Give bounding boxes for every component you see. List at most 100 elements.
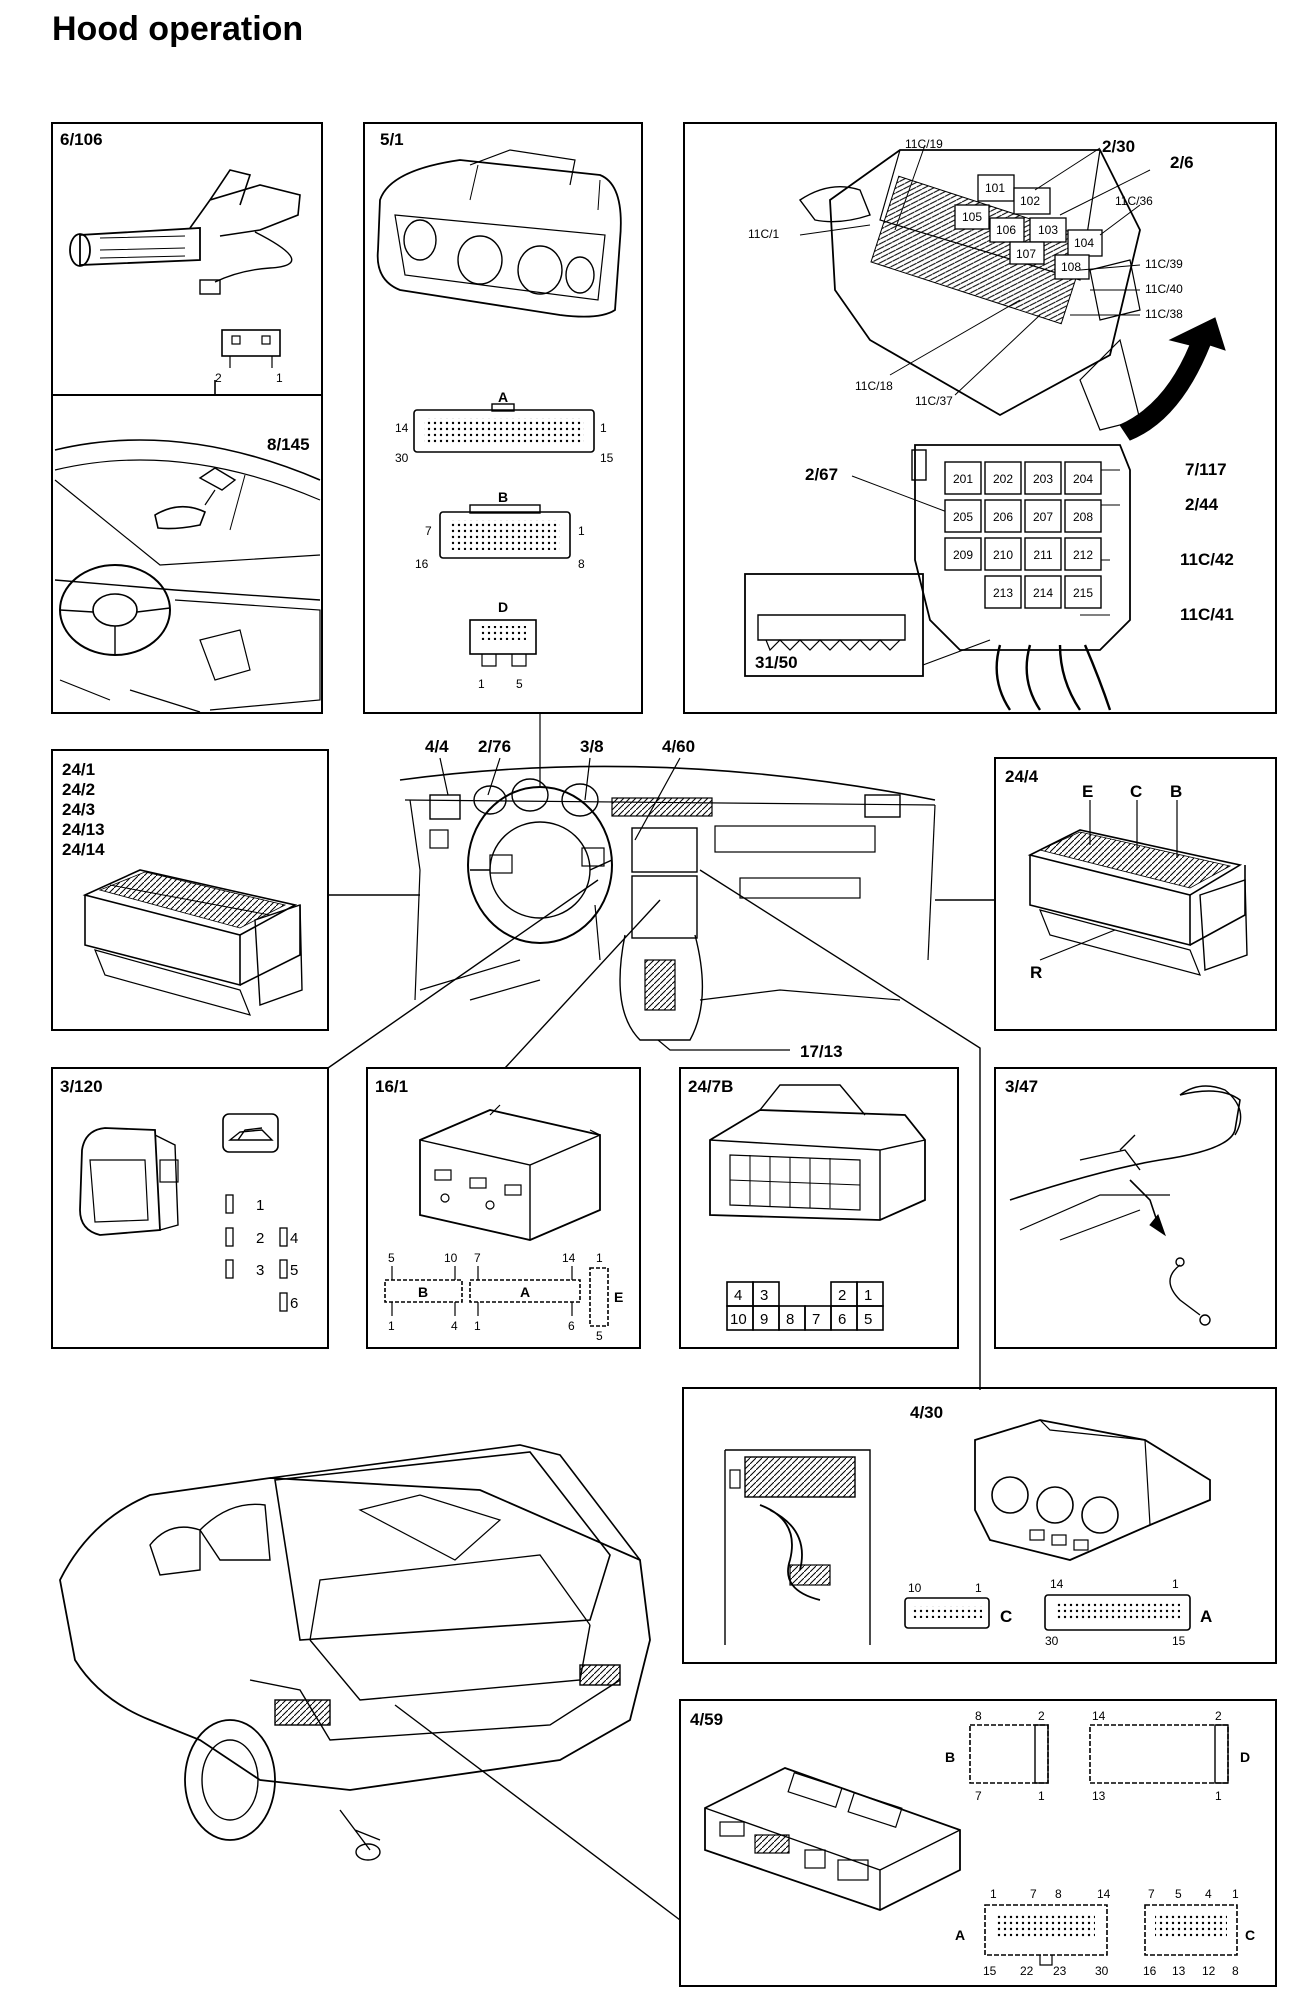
panel-3-47: [994, 1067, 1277, 1349]
fusebox-label: 31/50: [755, 653, 798, 672]
relay-number: 101: [985, 181, 1005, 195]
label-24-7b: 24/7B: [688, 1077, 733, 1096]
pin-label: 5: [516, 677, 523, 691]
panel-16-1: [366, 1067, 641, 1349]
fusebox-label: 11C/37: [915, 394, 953, 408]
relay-number: 213: [993, 586, 1013, 600]
connector-d-name: D: [1240, 1749, 1250, 1765]
relay-number: 106: [996, 223, 1016, 237]
fusebox-label: 11C/41: [1180, 605, 1234, 624]
relay-number: 208: [1073, 510, 1093, 524]
connector-e-name: E: [614, 1289, 623, 1305]
pin-label: 4: [1205, 1887, 1212, 1901]
pin-label: 16: [415, 557, 429, 571]
label-5-1: 5/1: [380, 130, 404, 149]
label-3-8: 3/8: [580, 737, 604, 756]
panel-6-106: [51, 122, 323, 396]
connector-a-name: A: [1200, 1607, 1212, 1626]
relay-number: 104: [1074, 236, 1094, 250]
pin-label: 1: [474, 1319, 481, 1333]
fusebox-label: 11C/40: [1145, 282, 1183, 296]
convertible-car-view: [59, 1444, 681, 1921]
label-24-13: 24/13: [62, 820, 105, 839]
pin-label: 15: [983, 1964, 997, 1978]
pin-label: 7: [1030, 1887, 1037, 1901]
label-24-14: 24/14: [62, 840, 105, 859]
panel-4-30: [682, 1387, 1277, 1664]
relay-slot: [984, 461, 1022, 495]
relay-slot: [1064, 461, 1102, 495]
relay-number: 103: [1038, 223, 1058, 237]
pin-label: 12: [1202, 1964, 1216, 1978]
letter-e: E: [1082, 782, 1093, 801]
relay-slot: [944, 499, 982, 533]
pin-label: 10: [730, 1311, 747, 1328]
pin-label: 13: [1092, 1789, 1106, 1803]
pin-label: 5: [1175, 1887, 1182, 1901]
relay-number: 214: [1033, 586, 1053, 600]
panel-24-7b: [679, 1067, 959, 1349]
relay-number: 204: [1073, 472, 1093, 486]
pin-label: 6: [838, 1311, 846, 1328]
pin-label: 3: [760, 1287, 768, 1304]
pin-label: 16: [1143, 1964, 1157, 1978]
pin-label: 1: [1215, 1789, 1222, 1803]
pin-label: 3: [256, 1262, 264, 1279]
pin-label: 5: [596, 1329, 603, 1343]
pin-label: 1: [1232, 1887, 1239, 1901]
label-17-13: 17/13: [800, 1042, 843, 1061]
relay-slot: [1064, 575, 1102, 609]
fusebox-label: 11C/38: [1145, 307, 1183, 321]
panel-4-59: [679, 1699, 1277, 1987]
pin-label: 14: [562, 1251, 576, 1265]
relay-slot: [1064, 499, 1102, 533]
pin-label: 1: [256, 1197, 264, 1214]
fusebox-label: 11C/1: [748, 227, 779, 241]
pin-label: 9: [760, 1311, 768, 1328]
fusebox-label: 2/67: [805, 465, 838, 484]
letter-b: B: [1170, 782, 1182, 801]
relay-number: 105: [962, 210, 982, 224]
pin-label: 22: [1020, 1964, 1034, 1978]
relay-slot: [1024, 575, 1062, 609]
label-4-60: 4/60: [662, 737, 695, 756]
pin-label: 2: [1038, 1709, 1045, 1723]
pin-label: 10: [908, 1581, 922, 1595]
label-3-120: 3/120: [60, 1077, 103, 1096]
pin-label: 14: [1050, 1577, 1064, 1591]
relay-number: 201: [953, 472, 973, 486]
pin-label: 1: [1038, 1789, 1045, 1803]
pin-label: 8: [975, 1709, 982, 1723]
relay-slot: [944, 461, 982, 495]
connector-b-name: B: [498, 489, 508, 505]
relay-number: 210: [993, 548, 1013, 562]
pin-label: 7: [812, 1311, 820, 1328]
pin-label: 1: [864, 1287, 872, 1304]
pin-label: 4: [734, 1287, 742, 1304]
pin-label: 2: [215, 371, 222, 385]
connector-b-name: B: [945, 1749, 955, 1765]
pin-label: 1: [600, 421, 607, 435]
pin-label: 15: [600, 451, 614, 465]
fusebox-label: 11C/19: [905, 137, 943, 151]
relay-slot: [1064, 537, 1102, 571]
connector-a-name: A: [520, 1284, 530, 1300]
relay-number: 212: [1073, 548, 1093, 562]
relay-slot: [984, 575, 1022, 609]
pin-label: 15: [1172, 1634, 1186, 1648]
panel-fusebox: [683, 122, 1277, 714]
relay-number: 206: [993, 510, 1013, 524]
fusebox-label: 2/30: [1102, 137, 1135, 156]
connector-c-name: C: [1245, 1927, 1255, 1943]
relay-slot: [984, 537, 1022, 571]
fusebox-label: 7/117: [1185, 460, 1227, 479]
label-24-2: 24/2: [62, 780, 95, 799]
pin-label: 13: [1172, 1964, 1186, 1978]
label-3-47: 3/47: [1005, 1077, 1038, 1096]
relay-slot: [1024, 499, 1062, 533]
pin-label: 30: [1095, 1964, 1109, 1978]
relay-number: 209: [953, 548, 973, 562]
pin-label: 7: [1148, 1887, 1155, 1901]
